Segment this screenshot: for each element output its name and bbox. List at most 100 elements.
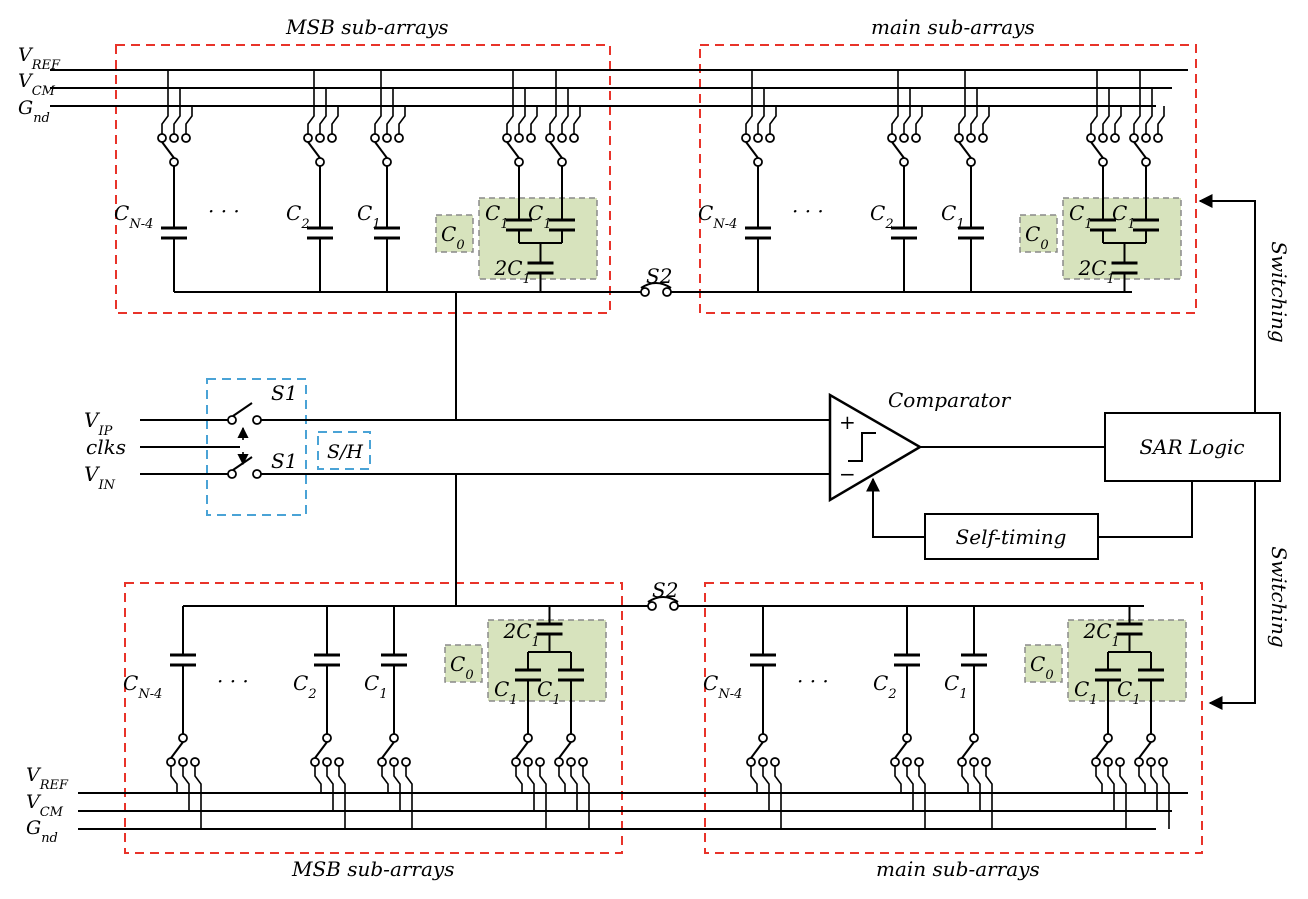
bottom-msb-c1b-pivot (566, 733, 576, 743)
bottom-msb-c1-node (389, 757, 399, 767)
bottom-msb-cn4-tap (182, 766, 190, 811)
comparator-plus: + (839, 410, 856, 434)
bottom-main-c0-label: C0 (1030, 652, 1054, 683)
gnd-label-top-sub: nd (33, 111, 50, 126)
bottom-msb-c1b-tap (570, 766, 578, 811)
top-main-cn4-tap (745, 70, 753, 138)
sar-logic-label: SAR Logic (1139, 435, 1244, 459)
bottom-main-cn4-label-main: C (703, 671, 718, 695)
bottom-msb-cn4-tap (170, 766, 178, 793)
bottom-msb-c1b-label-main: C (537, 677, 552, 701)
top-msb-c2-node (315, 133, 325, 143)
vip-label-main: V (84, 408, 101, 432)
bottom-msb-2c1-label: 2C1 (503, 619, 540, 650)
top-main-c1b-node (1153, 133, 1163, 143)
top-main-dots: · · · (792, 199, 824, 223)
gnd-label-top: Gnd (18, 97, 50, 126)
bottom-main-c1a-tap (1107, 766, 1115, 811)
top-main-c1a-node (1098, 133, 1108, 143)
top-main-c1a-pivot (1098, 157, 1108, 167)
bottom-msb-c1b-tap (558, 766, 566, 793)
bottom-msb-c1a-blade (515, 741, 529, 759)
sar-logic-block (1104, 412, 1281, 482)
bottom-main-c1-tap (973, 766, 981, 811)
vin-label: VIN (84, 462, 116, 493)
bottom-main-title: main sub-arrays (876, 857, 1040, 881)
top-msb-cn4-label-main: C (114, 201, 129, 225)
top-msb-cn4-label: CN-4 (114, 201, 153, 232)
bottom-main-c1b-tap (1150, 766, 1158, 811)
bottom-main-title-main: main sub-arrays (876, 857, 1040, 881)
top-main-c1a-label: C1 (1069, 201, 1093, 232)
bottom-main-cn4-tap (762, 766, 770, 811)
s2-top-label-main: S2 (646, 264, 672, 288)
bottom-msb-c2-label-sub: 2 (307, 687, 316, 702)
vcm-label-bottom-main: V (26, 791, 42, 813)
top-msb-c2-node (327, 133, 337, 143)
top-main-cn4-label-main: C (698, 201, 713, 225)
vref-label-bottom-sub: REF (39, 778, 69, 793)
top-msb-c1a-pivot (514, 157, 524, 167)
top-msb-c1a-node (502, 133, 512, 143)
top-main-c1a-tap (1114, 106, 1122, 138)
top-main-2c1-label: 2C1 (1078, 256, 1115, 287)
bottom-msb-c1a-tap (539, 766, 547, 829)
top-main-box (699, 44, 1197, 314)
top-main-title: main sub-arrays (871, 15, 1035, 39)
top-main-c1b-tap (1145, 88, 1153, 138)
bottom-main-c1b-node (1158, 757, 1168, 767)
top-main-2c1-label-main: 2C (1078, 256, 1107, 280)
bottom-msb-cn4-node (178, 757, 188, 767)
gnd-label-bottom-main: G (26, 817, 41, 839)
top-msb-c1-blade (374, 141, 388, 159)
bottom-msb-cn4-node (190, 757, 200, 767)
bottom-msb-c1a-label-main: C (494, 677, 509, 701)
bottom-main-c1-blade (961, 741, 975, 759)
switching-top-arrow (1198, 194, 1256, 413)
top-msb-c1-node (394, 133, 404, 143)
bottom-main-c1a-label-sub: 1 (1089, 693, 1097, 708)
top-msb-dots: · · · (208, 199, 240, 223)
bottom-main-box (704, 582, 1203, 854)
top-msb-cn4-node (157, 133, 167, 143)
bottom-main-c1a-label: C1 (1074, 677, 1098, 708)
bottom-main-c1b-pivot (1146, 733, 1156, 743)
top-msb-c1a-blade (506, 141, 520, 159)
top-main-cn4-tap (757, 88, 765, 138)
bottom-msb-c0-label: C0 (450, 652, 474, 683)
bottom-main-c1-label: C1 (944, 671, 968, 702)
bottom-main-cn4-node (746, 757, 756, 767)
bottom-msb-c1a-node (511, 757, 521, 767)
bottom-main-c2-node (914, 757, 924, 767)
gnd-label-top-main: G (18, 97, 33, 119)
vref-label-top-main: V (18, 44, 34, 66)
s1-bottom-node-right (252, 469, 262, 479)
s2-top-node (662, 287, 672, 297)
bottom-main-c2-tap (906, 766, 914, 811)
vin-label-sub: IN (97, 478, 115, 493)
vcm-label-top: VCM (18, 70, 56, 99)
top-main-c2-label-sub: 2 (884, 217, 893, 232)
bottom-main-c1a-node (1115, 757, 1125, 767)
top-msb-cn4-label-sub: N-4 (128, 217, 153, 232)
s2-bottom-label: S2 (652, 578, 678, 602)
bottom-main-c1-pivot (969, 733, 979, 743)
top-main-cn4-pivot (753, 157, 763, 167)
top-main-c1-tap (982, 106, 990, 138)
comparator-plus-main: + (839, 410, 856, 434)
bottom-main-cn4-label: CN-4 (703, 671, 742, 702)
top-main-c0-label-main: C (1025, 222, 1040, 246)
bottom-main-cn4-node (758, 757, 768, 767)
switching-bottom-label-main: Switching (1267, 546, 1291, 647)
vin-label-main: V (84, 462, 101, 486)
top-msb-c1-label: C1 (357, 201, 381, 232)
s1-bottom-node-left (227, 469, 237, 479)
bottom-main-c1a-node (1103, 757, 1113, 767)
top-main-c1a-label-sub: 1 (1084, 217, 1092, 232)
bottom-msb-c2-label: C2 (293, 671, 317, 702)
vref-label-top-sub: REF (31, 58, 61, 73)
bottom-msb-c2-tap (314, 766, 322, 793)
gnd-label-bottom-sub: nd (41, 831, 58, 846)
bottom-main-c1a-tap (1095, 766, 1103, 793)
